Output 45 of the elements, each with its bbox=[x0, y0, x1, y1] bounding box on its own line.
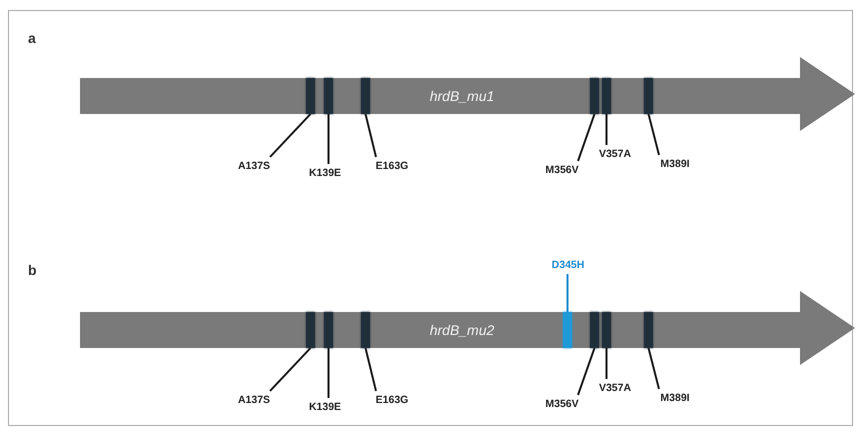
leader-line bbox=[577, 114, 596, 162]
mutation-label: K139E bbox=[303, 167, 347, 180]
mutation-label: M389I bbox=[653, 392, 697, 405]
panel-letter: b bbox=[28, 262, 37, 278]
mutation-label: M356V bbox=[540, 164, 584, 177]
mutation-band bbox=[361, 312, 370, 348]
mutation-label: K139E bbox=[303, 401, 347, 414]
gene-arrow bbox=[80, 291, 855, 365]
leader-line bbox=[328, 348, 330, 398]
mutation-band bbox=[306, 312, 315, 348]
leader-line bbox=[577, 348, 596, 396]
leader-line bbox=[566, 274, 568, 312]
mutation-band bbox=[590, 78, 599, 114]
leader-line bbox=[269, 113, 312, 158]
mutation-band bbox=[602, 78, 611, 114]
mutation-label: M389I bbox=[653, 158, 697, 171]
mutation-band bbox=[563, 312, 572, 348]
panel-letter: a bbox=[28, 30, 36, 46]
leader-line bbox=[648, 114, 660, 156]
leader-line bbox=[269, 347, 312, 392]
mutation-band bbox=[324, 312, 333, 348]
mutation-band bbox=[324, 78, 333, 114]
mutation-label: A137S bbox=[232, 160, 276, 173]
mutation-label: E163G bbox=[370, 394, 414, 407]
mutation-band bbox=[306, 78, 315, 114]
gene-name: hrdB_mu1 bbox=[430, 87, 494, 106]
leader-line bbox=[606, 114, 608, 145]
mutation-label: D345H bbox=[546, 259, 590, 272]
mutation-band bbox=[590, 312, 599, 348]
leader-line bbox=[606, 348, 608, 379]
mutation-label: A137S bbox=[232, 394, 276, 407]
mutation-band bbox=[644, 312, 653, 348]
leader-line bbox=[364, 348, 377, 392]
gene-name: hrdB_mu2 bbox=[430, 321, 494, 340]
leader-line bbox=[648, 348, 660, 390]
mutation-band bbox=[644, 78, 653, 114]
mutation-band bbox=[602, 312, 611, 348]
mutation-label: V357A bbox=[593, 148, 637, 161]
mutation-label: E163G bbox=[370, 160, 414, 173]
mutation-band bbox=[361, 78, 370, 114]
gene-arrow bbox=[80, 57, 855, 131]
mutation-label: M356V bbox=[540, 398, 584, 411]
mutation-label: V357A bbox=[593, 382, 637, 395]
leader-line bbox=[364, 114, 377, 158]
leader-line bbox=[328, 114, 330, 164]
